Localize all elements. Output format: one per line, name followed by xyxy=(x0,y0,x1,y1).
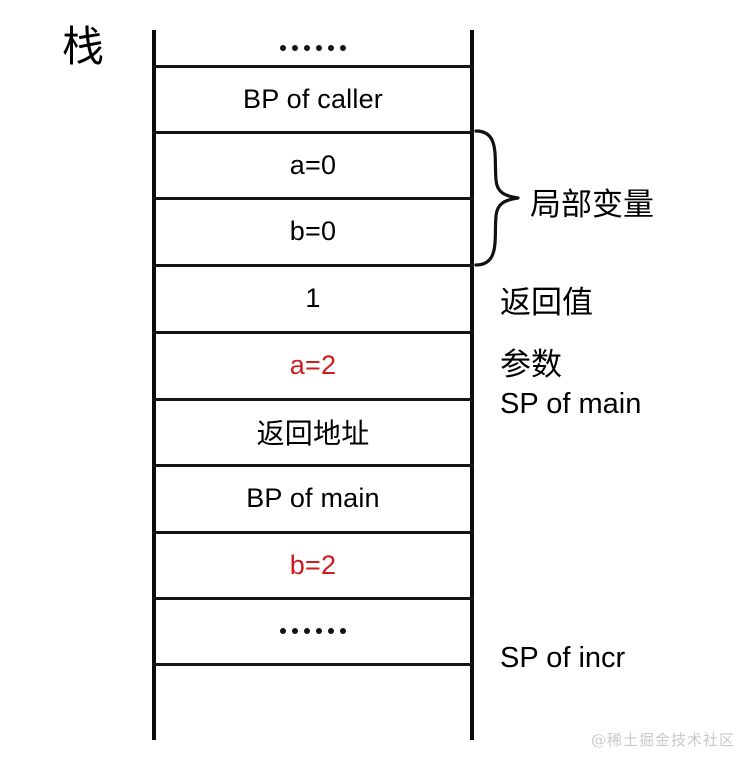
stack-row-divider xyxy=(152,597,474,600)
stack-row-divider xyxy=(152,131,474,134)
ellipsis-icon xyxy=(280,45,346,51)
stack-frame-table: BP of caller a=0 b=0 1 a=2 返回地址 BP of main b=2 xyxy=(152,30,474,740)
stack-row-divider xyxy=(152,197,474,200)
stack-cell-label: a=0 xyxy=(289,149,337,180)
watermark: @稀土掘金技术社区 xyxy=(590,731,735,749)
stack-row-divider xyxy=(152,398,474,401)
stack-cell-bp-of-main: BP of main xyxy=(156,465,470,532)
annotation-local-variables: 局部变量 xyxy=(530,187,654,223)
stack-cell-b-equals-2: b=2 xyxy=(156,532,470,598)
annotation-parameters: 参数 xyxy=(500,347,562,383)
stack-cell-label: BP of main xyxy=(246,483,380,513)
stack-cell-label: b=2 xyxy=(289,549,337,580)
annotation-sp-of-main: SP of main xyxy=(500,388,642,420)
stack-cell-bottom-ellipsis xyxy=(156,598,470,664)
stack-row-divider xyxy=(152,531,474,534)
stack-cell-a-equals-0: a=0 xyxy=(156,132,470,198)
stack-cell-a-equals-2: a=2 xyxy=(156,332,470,399)
stack-cell-bp-of-caller: BP of caller xyxy=(156,66,470,132)
stack-left-border xyxy=(152,30,156,740)
stack-right-border xyxy=(470,30,474,740)
stack-row-divider xyxy=(152,331,474,334)
stack-cell-b-equals-0: b=0 xyxy=(156,198,470,265)
stack-cell-label: b=0 xyxy=(289,216,337,246)
ellipsis-icon xyxy=(280,628,346,634)
stack-cell-label: BP of caller xyxy=(243,83,383,114)
stack-cell-label: 1 xyxy=(305,283,321,313)
local-variables-brace xyxy=(474,128,530,268)
stack-cell-return-address: 返回地址 xyxy=(156,399,470,465)
stack-cell-return-value-1: 1 xyxy=(156,265,470,332)
stack-cell-label: 返回地址 xyxy=(256,417,370,450)
stack-row-divider xyxy=(152,264,474,267)
stack-row-divider xyxy=(152,663,474,666)
annotation-return-value: 返回值 xyxy=(500,285,593,321)
stack-row-divider xyxy=(152,464,474,467)
annotation-sp-of-incr: SP of incr xyxy=(500,642,626,674)
stack-cell-empty-bottom xyxy=(156,664,470,740)
stack-cell-top-ellipsis xyxy=(156,30,470,66)
stack-row-divider xyxy=(152,65,474,68)
stack-title: 栈 xyxy=(62,22,105,71)
stack-cell-label: a=2 xyxy=(289,350,337,380)
